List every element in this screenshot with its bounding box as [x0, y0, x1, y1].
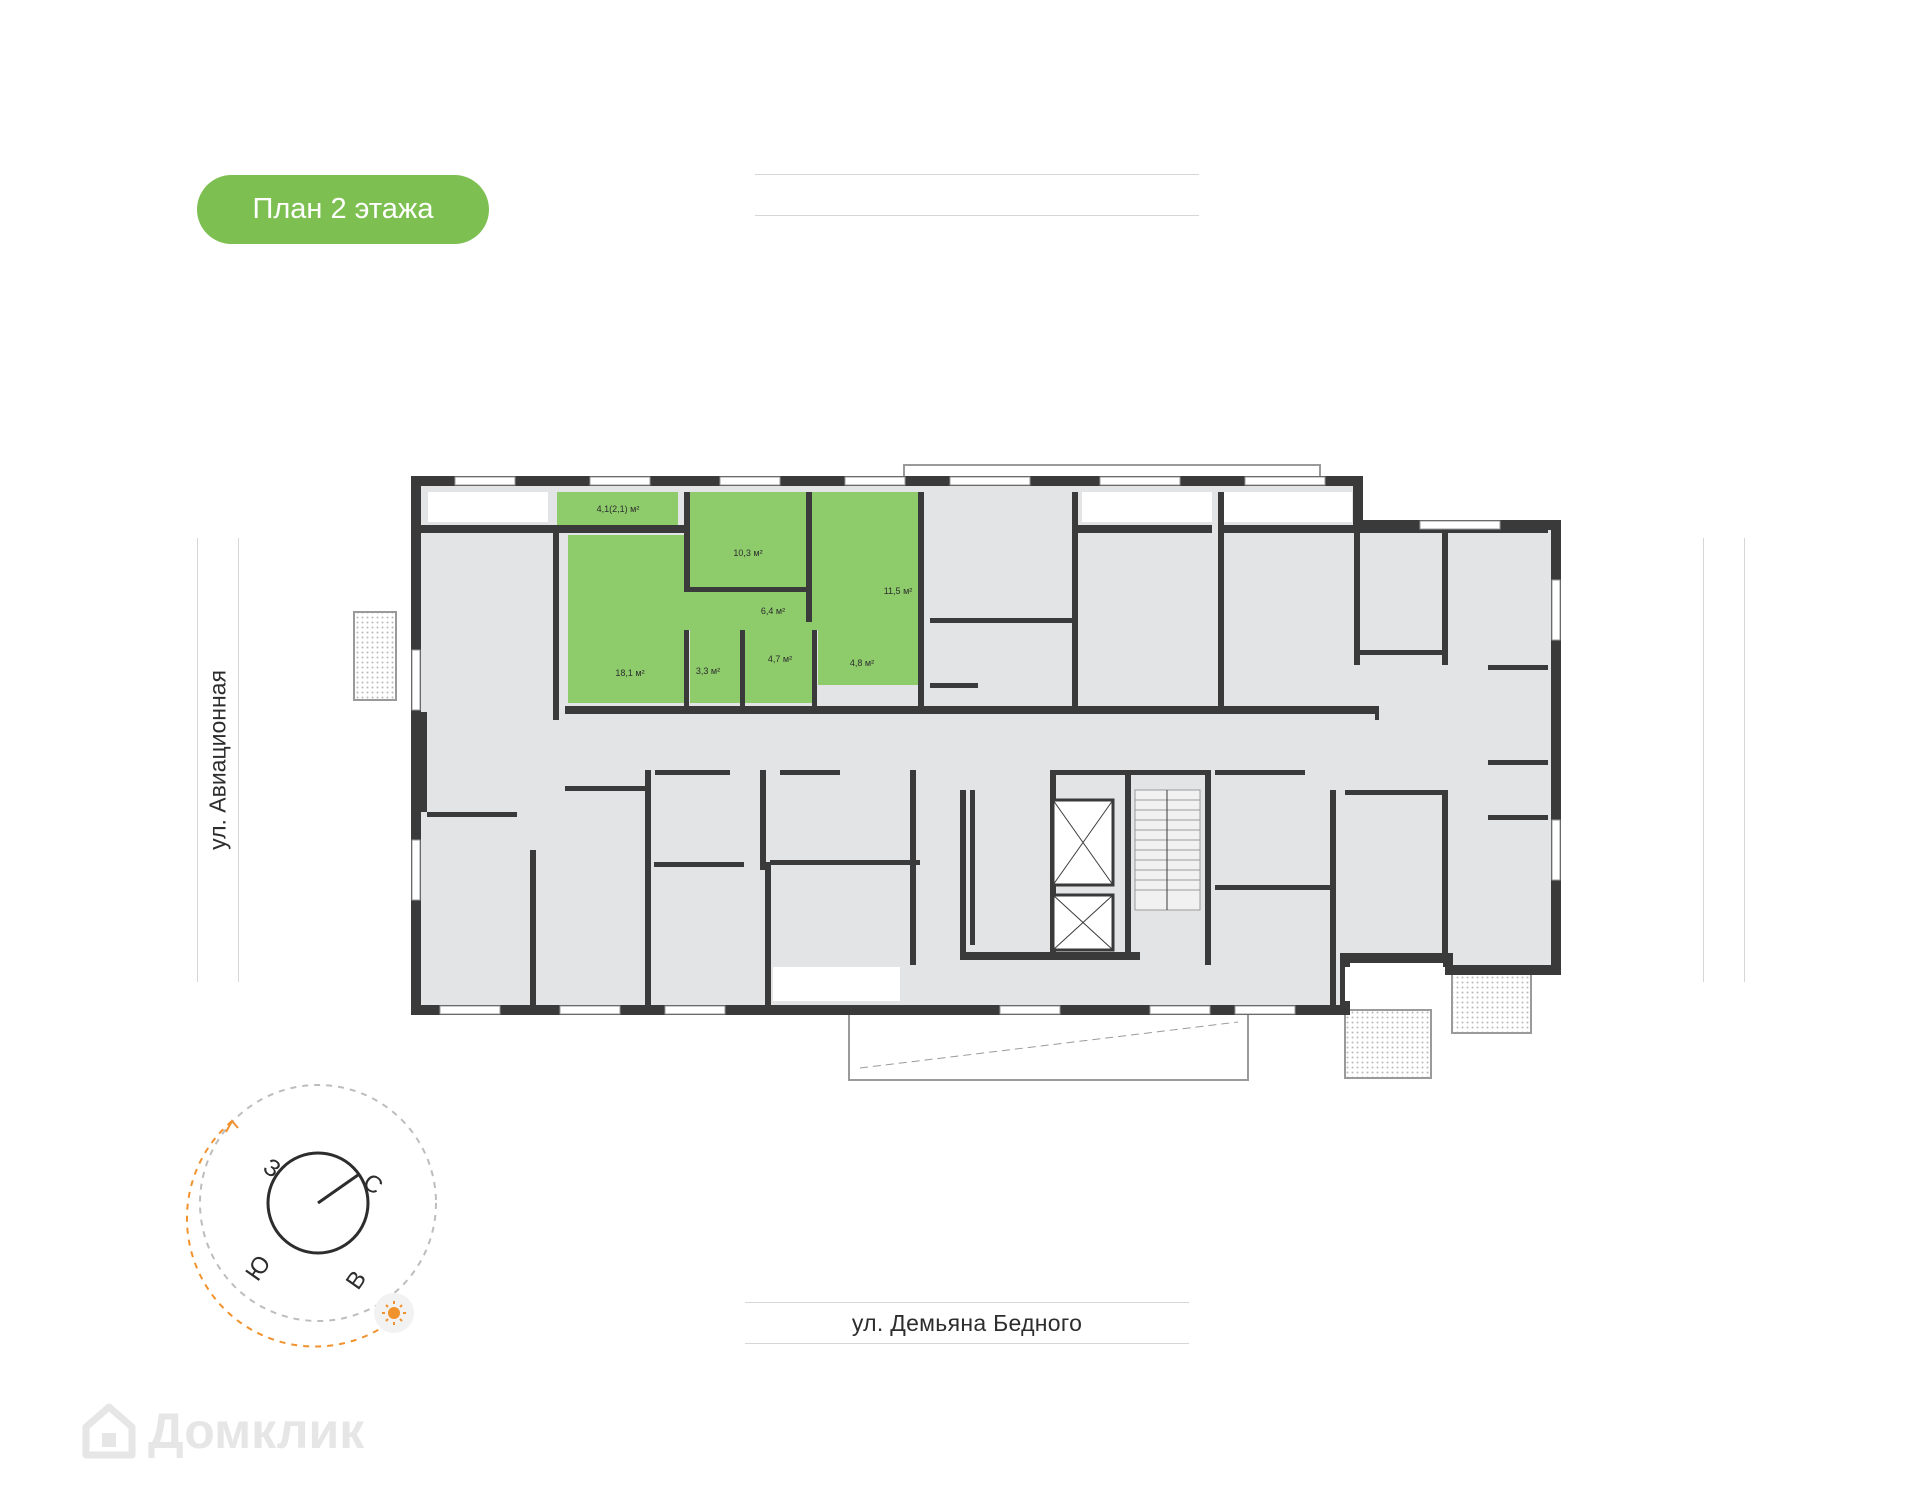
area-label: 10,3 м² — [733, 548, 762, 558]
staircase — [1134, 789, 1201, 911]
compass-dial — [266, 1151, 370, 1255]
street-left-band: ул. Авиационная — [197, 538, 239, 982]
compass-south: Ю — [240, 1251, 276, 1286]
street-top-band — [755, 174, 1199, 216]
apt-hall — [684, 590, 922, 630]
floor-title: План 2 этажа — [252, 193, 434, 225]
area-label: 11,5 м² — [884, 586, 913, 596]
compass: С В Ю З — [185, 1084, 437, 1348]
compass-east: В — [341, 1266, 372, 1295]
area-label: 6,4 м² — [761, 606, 785, 616]
bottom-balcony-line — [859, 1021, 1239, 1069]
area-label: 3,3 м² — [696, 666, 720, 676]
street-bottom-label: ул. Демьяна Бедного — [851, 1309, 1083, 1336]
area-label: 4,8 м² — [850, 658, 874, 668]
area-label: 4,1(2,1) м² — [597, 504, 640, 514]
watermark-brand: Домклик — [148, 1403, 365, 1459]
house-logo-icon — [82, 1403, 136, 1459]
apt-room-18 — [568, 535, 684, 703]
interior-walls-vertical — [530, 492, 1448, 1010]
loggia-2 — [1082, 492, 1212, 522]
compass-north: С — [358, 1168, 388, 1200]
terrace-right-2 — [1451, 969, 1532, 1034]
apt-bath-3 — [690, 630, 740, 703]
loggia-5 — [1345, 967, 1445, 1001]
apt-room-4-7 — [744, 630, 812, 703]
loggia-4 — [773, 967, 900, 1001]
compass-orbit — [199, 1084, 437, 1322]
floor-title-badge: План 2 этажа — [197, 175, 489, 244]
area-label: 18,1 м² — [615, 668, 644, 678]
windows — [411, 476, 1561, 1015]
apt-bath-4-8 — [818, 630, 918, 685]
loggia-1 — [428, 492, 548, 522]
terrace-right-1 — [1344, 1009, 1432, 1079]
watermark: Домклик — [82, 1403, 364, 1459]
street-bottom-band: ул. Демьяна Бедного — [745, 1302, 1189, 1344]
area-label: 4,7 м² — [768, 654, 792, 664]
area-labels: 4,1(2,1) м² 10,3 м² 11,5 м² 6,4 м² 18,1 … — [597, 504, 913, 678]
apt-room-10 — [688, 492, 808, 587]
compass-needle — [317, 1173, 359, 1205]
street-right-band — [1703, 538, 1745, 982]
loggia-3 — [1222, 492, 1352, 522]
apt-loggia — [557, 492, 678, 526]
sun-icon — [374, 1293, 414, 1333]
highlighted-apartment — [557, 492, 922, 703]
sun-path-arrow-icon — [225, 1119, 239, 1133]
sun-path — [185, 1120, 399, 1348]
left-terrace — [353, 611, 397, 701]
